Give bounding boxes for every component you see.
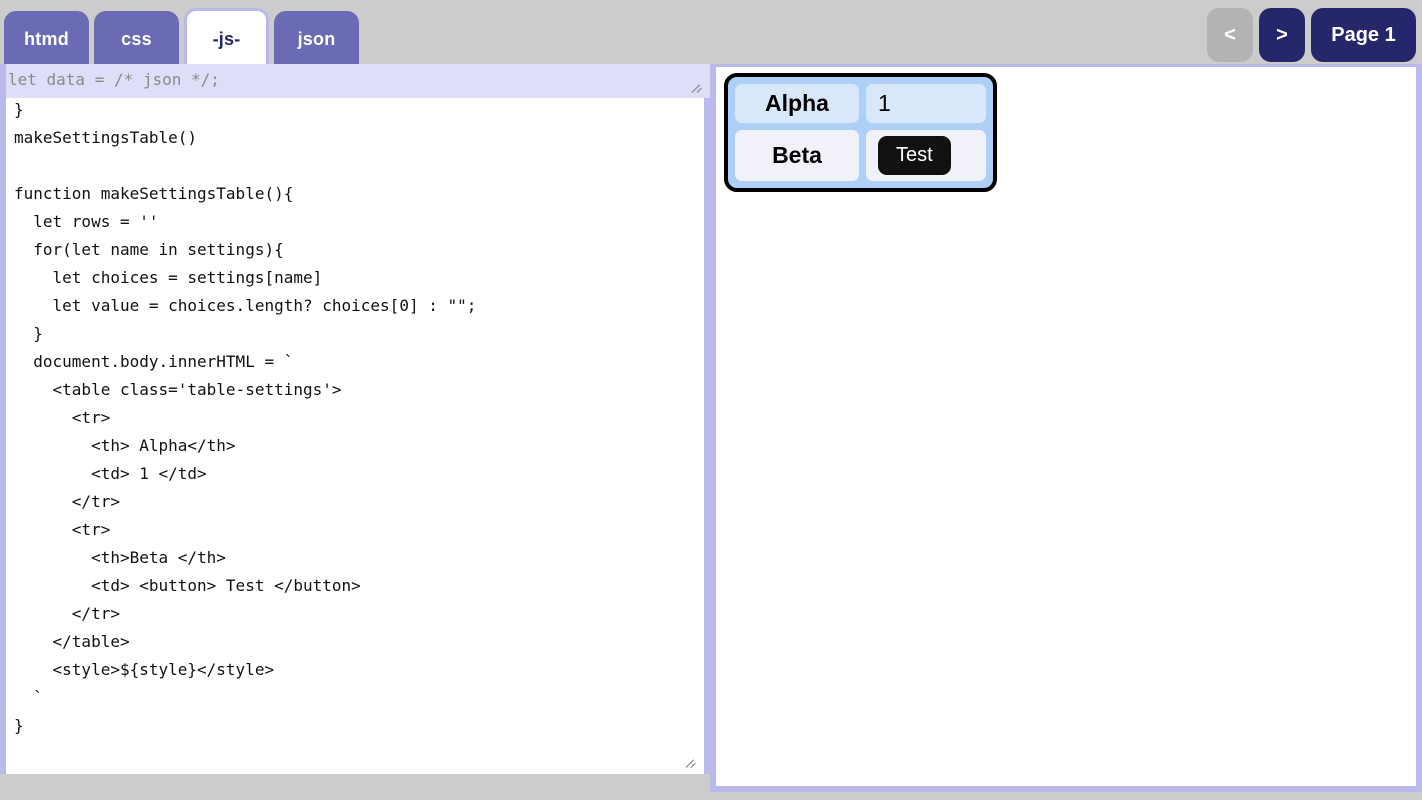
editor-resize-handle[interactable] [686, 758, 698, 770]
tab-js-label: -js- [212, 28, 241, 49]
code-editor-textarea[interactable] [6, 64, 704, 772]
json-data-line-overlay [6, 64, 710, 98]
setting-name-beta: Beta [735, 130, 859, 181]
previous-page-label: < [1224, 23, 1236, 46]
tab-css[interactable]: css [94, 11, 179, 67]
pager-controls: < > Page 1 [1207, 8, 1416, 62]
next-page-label: > [1276, 23, 1288, 46]
page-indicator-label: Page 1 [1331, 23, 1396, 46]
code-editor-panel [0, 64, 710, 774]
tab-json[interactable]: json [274, 11, 359, 67]
tab-css-label: css [121, 28, 152, 49]
top-bar: htmd css -js- json < > Page 1 [0, 0, 1422, 67]
setting-value-beta: Test [866, 130, 986, 181]
page-indicator-button[interactable]: Page 1 [1311, 8, 1416, 62]
settings-table: Alpha 1 Beta Test [724, 73, 997, 192]
tab-strip: htmd css -js- json [4, 8, 359, 67]
setting-value-alpha: 1 [866, 84, 986, 123]
tab-json-label: json [297, 28, 336, 49]
tab-js[interactable]: -js- [184, 8, 269, 67]
test-button[interactable]: Test [878, 136, 951, 175]
table-row: Alpha 1 [735, 84, 986, 123]
table-row: Beta Test [735, 130, 986, 181]
preview-panel: Alpha 1 Beta Test [710, 64, 1422, 792]
previous-page-button[interactable]: < [1207, 8, 1253, 62]
overlay-resize-handle[interactable] [692, 83, 704, 95]
tab-htmd-label: htmd [24, 28, 69, 49]
json-data-line-input[interactable] [8, 66, 668, 94]
setting-name-alpha: Alpha [735, 84, 859, 123]
next-page-button[interactable]: > [1259, 8, 1305, 62]
tab-htmd[interactable]: htmd [4, 11, 89, 67]
